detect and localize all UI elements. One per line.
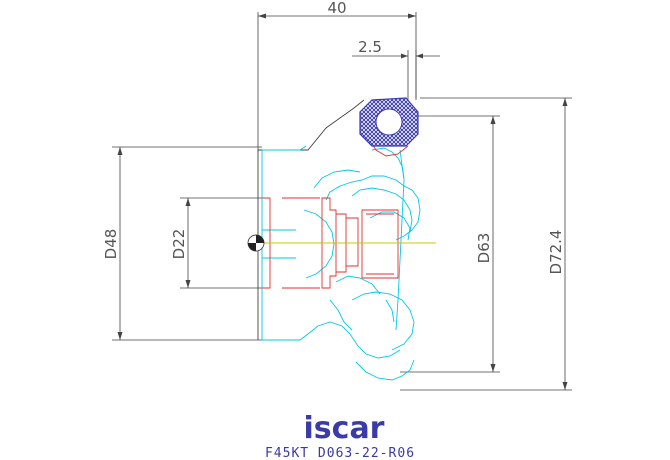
cutter-body-outline (257, 99, 365, 340)
iscar-logo-text: iscar (304, 411, 385, 446)
cutter-profile (261, 145, 421, 381)
tool-designation: F45KT D063-22-R06 (265, 446, 415, 460)
dim-body-diameter: D48 (102, 146, 262, 341)
dim-max-diameter: D72.4 (400, 97, 572, 391)
insert-section (359, 97, 419, 147)
dim-insert-offset-label: 2.5 (358, 38, 382, 56)
bore-section (262, 137, 409, 289)
center-mark-icon (247, 234, 265, 252)
dim-cutting-diameter: D63 (400, 115, 500, 373)
dim-body-diameter-label: D48 (102, 229, 120, 260)
dim-cutting-diameter-label: D63 (475, 233, 493, 264)
dim-overall-length: 40 (257, 0, 417, 152)
iscar-logo: iscar (304, 411, 385, 446)
dim-overall-length-label: 40 (327, 0, 346, 17)
dim-bore-diameter: D22 (170, 197, 262, 289)
dim-max-diameter-label: D72.4 (547, 230, 565, 275)
dim-insert-offset: 2.5 (352, 38, 440, 100)
dim-bore-diameter-label: D22 (170, 229, 188, 260)
